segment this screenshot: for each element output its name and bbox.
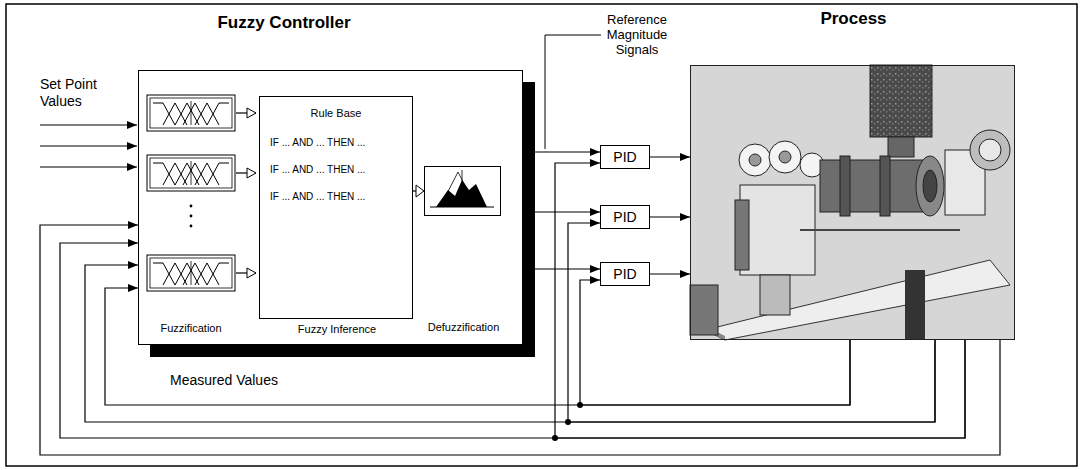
set-point-arrow xyxy=(40,145,137,146)
controller-frame xyxy=(138,70,523,345)
process-illustration xyxy=(760,275,790,315)
process-box: Process xyxy=(690,65,1015,340)
signal-line xyxy=(555,163,965,438)
stage-label: Fuzzification xyxy=(147,322,235,335)
process-illustration xyxy=(880,156,890,216)
controller-frame xyxy=(138,70,535,357)
junction-dot xyxy=(552,435,558,441)
process-illustration xyxy=(769,141,801,173)
process-illustration xyxy=(970,130,1010,170)
process-illustration xyxy=(735,200,749,270)
leader-line xyxy=(545,35,601,149)
set-point-arrow xyxy=(40,166,137,167)
process-illustration xyxy=(779,151,791,163)
signal-line xyxy=(650,156,690,157)
process-illustration xyxy=(739,144,771,176)
process-illustration xyxy=(888,137,914,157)
set-point-arrow xyxy=(40,125,137,167)
signal-line xyxy=(580,280,850,405)
membership-function-box xyxy=(147,95,235,131)
signal-line xyxy=(650,216,690,217)
process-illustration xyxy=(979,139,1001,161)
process-illustration xyxy=(905,270,925,340)
junction-dot xyxy=(565,419,571,425)
signal-line xyxy=(523,151,600,152)
rule-base-box: Rule Base IF ... AND ... THEN ... IF ... A… xyxy=(259,96,413,319)
signal-line xyxy=(523,211,600,212)
feedback-label: Measured Values xyxy=(170,372,310,389)
process-heading: Process xyxy=(691,9,1016,29)
signal-line xyxy=(568,223,935,422)
rule-text: IF ... AND ... THEN ... xyxy=(270,164,410,176)
membership-function-box xyxy=(147,255,235,291)
controller-box: Fuzzy ControllerRule BaseIF ... AND ... … xyxy=(138,70,523,345)
process-illustration xyxy=(690,65,1015,340)
set-point-arrow xyxy=(40,124,137,125)
membership-function-box xyxy=(147,155,235,191)
pid-box: PID xyxy=(600,262,650,286)
rule-text: IF ... AND ... THEN ... xyxy=(270,137,410,149)
process-illustration xyxy=(690,65,1015,340)
hollow-arrow xyxy=(236,112,256,113)
defuzzification-figure xyxy=(430,170,494,207)
hollow-arrow xyxy=(236,272,256,273)
page-border xyxy=(6,4,1077,466)
defuzzification-figure xyxy=(440,172,476,207)
box-label: PID xyxy=(613,146,636,168)
process-illustration xyxy=(923,170,937,202)
process-illustration xyxy=(916,156,944,216)
input-label: Set Point Values xyxy=(40,76,115,110)
box-label: PID xyxy=(613,206,636,228)
hollow-arrow xyxy=(413,190,424,191)
defuzzification-figure xyxy=(436,180,487,207)
hollow-arrow xyxy=(236,172,256,173)
continuation-dots xyxy=(190,215,193,218)
process-illustration xyxy=(840,156,850,216)
signal-line xyxy=(523,268,600,269)
controller-heading: Fuzzy Controller xyxy=(134,13,434,33)
process-illustration xyxy=(870,65,932,137)
process-illustration xyxy=(690,285,718,335)
junction-dot xyxy=(577,402,583,408)
pid-box: PID xyxy=(600,145,650,169)
stage-label: Fuzzy Inference xyxy=(260,323,414,336)
hollow-arrow xyxy=(236,113,256,273)
continuation-dots xyxy=(190,205,193,208)
defuzzification-box: Defuzzification xyxy=(424,166,501,216)
signal-label: Reference Magnitude Signals xyxy=(587,12,687,57)
rule-base-title: Rule Base xyxy=(260,107,412,120)
stage-label: Defuzzification xyxy=(413,321,514,334)
rule-text: IF ... AND ... THEN ... xyxy=(270,191,410,203)
continuation-dots xyxy=(190,225,193,228)
box-label: PID xyxy=(613,263,636,285)
signal-line xyxy=(650,273,690,274)
defuzzification-figure xyxy=(462,170,463,207)
pid-box: PID xyxy=(600,205,650,229)
membership-function-box xyxy=(147,95,235,291)
process-illustration xyxy=(749,154,761,166)
signal-line xyxy=(60,243,965,438)
signal-line xyxy=(105,288,850,405)
process-illustration xyxy=(800,229,960,231)
signal-line xyxy=(40,225,1000,455)
process-illustration xyxy=(820,160,930,212)
signal-line xyxy=(85,265,935,422)
